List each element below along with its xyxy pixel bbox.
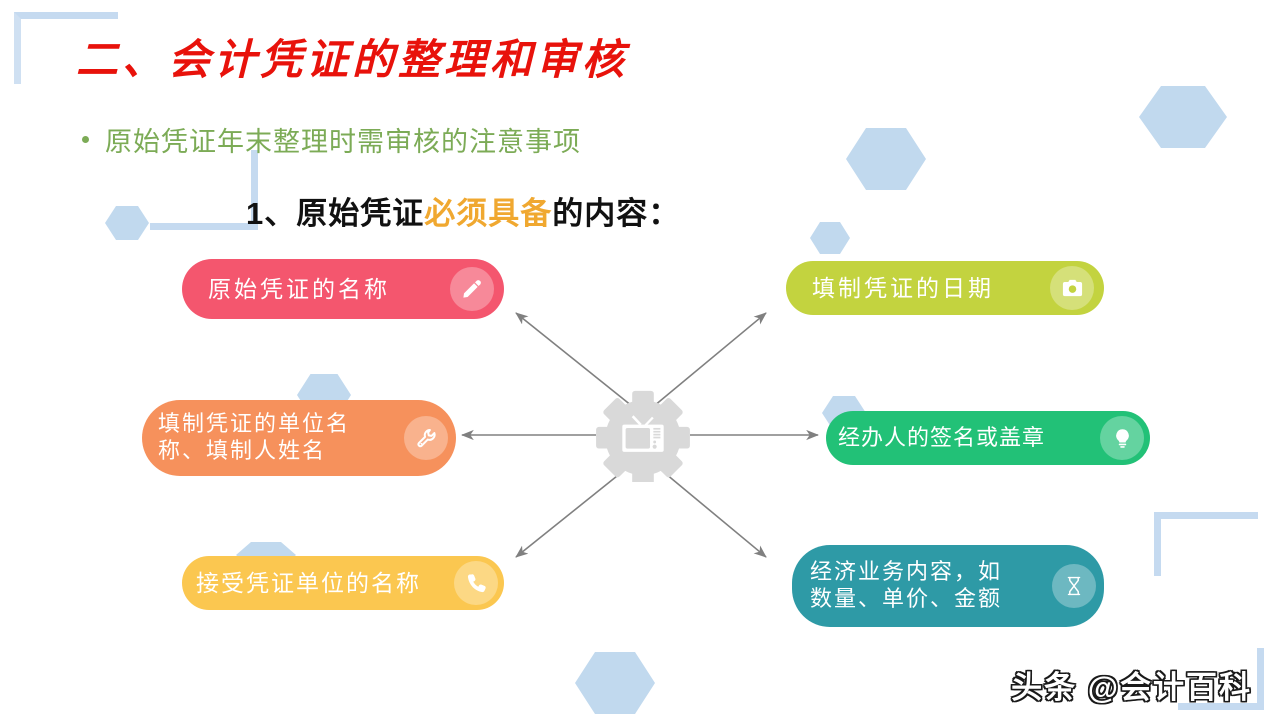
corner-bracket-bottom-right-upper: [1154, 512, 1258, 576]
tv-controls: [652, 427, 661, 449]
hexagon-decoration: [105, 206, 149, 240]
hourglass-icon: [1052, 564, 1096, 608]
badge-issuing-unit-and-preparer[interactable]: 填制凭证的单位名 称、填制人姓名: [142, 400, 456, 476]
lightbulb-icon: [1100, 416, 1144, 460]
badge-label: 填制凭证的单位名 称、填制人姓名: [158, 411, 351, 463]
badge-label: 经办人的签名或盖章: [838, 424, 1046, 450]
subtitle-row: 原始凭证年末整理时需审核的注意事项: [82, 120, 581, 159]
watermark-text: 头条 @会计百科: [1011, 670, 1252, 705]
camera-icon: [1050, 266, 1094, 310]
center-hub-icon: [596, 390, 690, 482]
badge-voucher-date[interactable]: 填制凭证的日期: [786, 261, 1104, 315]
wrench-icon: [404, 416, 448, 460]
hexagon-decoration: [575, 652, 655, 714]
subtitle-text: 原始凭证年末整理时需审核的注意事项: [105, 127, 581, 157]
bullet-icon: [82, 136, 89, 143]
section-heading-suffix: 的内容：: [552, 196, 681, 231]
badge-label: 原始凭证的名称: [208, 275, 390, 302]
hexagon-decoration: [1139, 86, 1227, 148]
corner-bracket-middle: [150, 150, 258, 230]
badge-label: 接受凭证单位的名称: [196, 569, 421, 596]
badge-receiving-unit-name[interactable]: 接受凭证单位的名称: [182, 556, 504, 610]
badge-label: 填制凭证的日期: [812, 274, 994, 301]
hexagon-decoration: [810, 222, 850, 254]
tv-screen: [625, 427, 651, 449]
badge-label: 经济业务内容，如 数量、单价、金额: [810, 559, 1003, 611]
hexagon-decoration: [846, 128, 926, 190]
badge-original-voucher-name[interactable]: 原始凭证的名称: [182, 259, 504, 319]
microphone-icon: [450, 267, 494, 311]
section-heading-prefix: 1、原始凭证: [246, 196, 425, 231]
badge-handler-signature-or-seal[interactable]: 经办人的签名或盖章: [826, 411, 1150, 465]
section-heading: 1、原始凭证必须具备的内容：: [246, 188, 680, 233]
section-heading-highlight: 必须具备: [424, 196, 553, 231]
page-title: 二、会计凭证的整理和审核: [76, 35, 629, 84]
badge-economic-business-content[interactable]: 经济业务内容，如 数量、单价、金额: [792, 545, 1104, 627]
phone-icon: [454, 561, 498, 605]
